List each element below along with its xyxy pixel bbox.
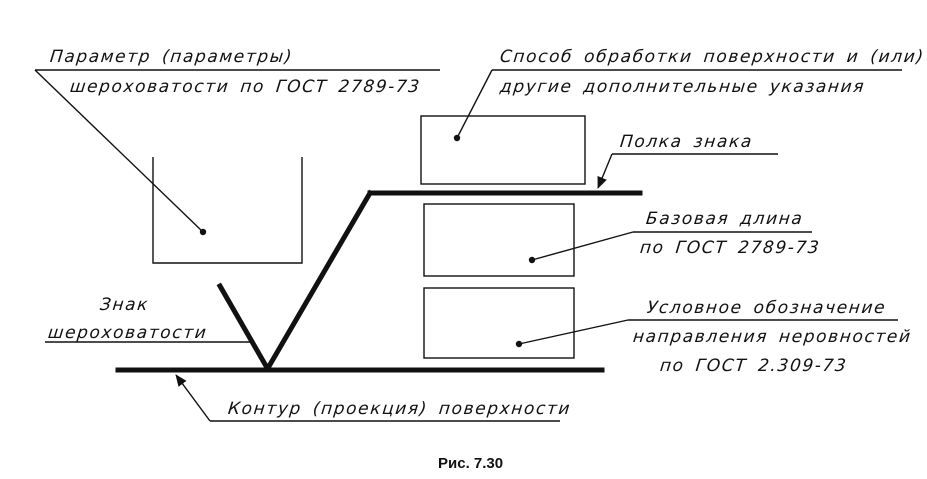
processing-method-label-1: Способ обработки поверхности и (или)	[499, 47, 926, 67]
base-length-leader	[531, 231, 634, 261]
direction-box	[423, 287, 575, 359]
direction-leader	[518, 319, 629, 345]
roughness-param-label-2: шероховатости по ГОСТ 2789-73	[69, 77, 422, 97]
base-length-label-1: Базовая длина	[645, 209, 805, 229]
roughness-sign-label-2: шероховатости	[47, 323, 208, 343]
processing-method-box	[420, 115, 586, 185]
surface-contour-label: Контур (проекция) поверхности	[227, 399, 572, 419]
surface-contour-leader	[175, 374, 211, 422]
direction-label-3: по ГОСТ 2.309-73	[659, 356, 848, 376]
base-length-label-2: по ГОСТ 2789-73	[639, 238, 821, 258]
base-length-box	[423, 203, 575, 277]
roughness-sign-label-1: Знак	[99, 295, 150, 315]
parameter-leader	[34, 69, 204, 233]
parameter-bracket	[152, 157, 303, 264]
processing-method-label-2: другие дополнительные указания	[498, 77, 866, 97]
roughness-sign-short-leg	[216, 282, 270, 370]
sign-shelf-label: Полка знака	[619, 132, 754, 152]
figure-caption: Рис. 7.30	[438, 455, 503, 472]
direction-label-2: направления неровностей	[632, 327, 913, 347]
roughness-param-label-1: Параметр (параметры)	[49, 47, 294, 67]
sign-shelf-leader	[597, 153, 613, 189]
processing-method-leader	[456, 69, 493, 139]
direction-label-1: Условное обозначение	[646, 298, 887, 318]
roughness-sign-long-leg	[264, 189, 374, 372]
